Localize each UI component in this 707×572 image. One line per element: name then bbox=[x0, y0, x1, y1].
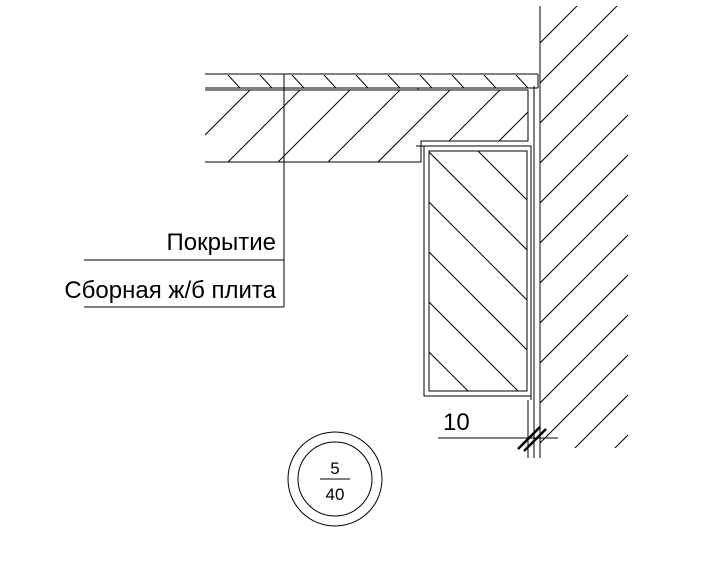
section-tag-outer-circle bbox=[287, 431, 383, 527]
section-tag-inner-circle bbox=[297, 441, 373, 517]
dimension-value: 10 bbox=[443, 409, 470, 436]
beam-hatch bbox=[429, 151, 527, 391]
dimension-tick-1 bbox=[517, 426, 541, 450]
section-tag-numerator: 5 bbox=[330, 459, 339, 478]
beam-outline bbox=[428, 150, 528, 392]
label-covering: Покрытие bbox=[167, 229, 276, 256]
covering-hatch bbox=[227, 75, 529, 88]
slab-outline bbox=[205, 89, 529, 163]
label-precast-slab: Сборная ж/б плита bbox=[64, 277, 276, 304]
wall-hatch bbox=[540, 6, 628, 448]
dimension-tick-2 bbox=[523, 428, 547, 452]
section-tag-denominator: 40 bbox=[326, 485, 345, 504]
